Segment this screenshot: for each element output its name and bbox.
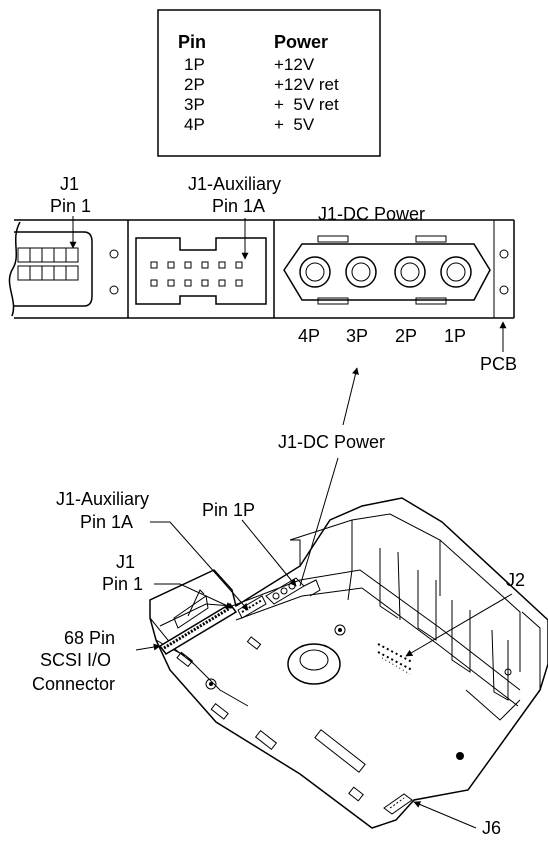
- top-connector-view: J1 Pin 1 J1-Auxiliary Pin 1A J1-DC Power: [8, 174, 517, 374]
- j2-jumper-block: [377, 643, 413, 675]
- aux-connector: [135, 218, 267, 305]
- dc-power-leader: [299, 457, 339, 587]
- scsi-label-line2: SCSI I/O: [40, 650, 111, 670]
- power-pin-3p: [345, 256, 377, 288]
- chassis-outline: [149, 497, 548, 829]
- drive-isometric-view: [149, 497, 548, 829]
- pin1p-leader: [241, 519, 297, 587]
- pcb-label: PCB: [480, 354, 517, 374]
- mount-hole: [499, 285, 509, 295]
- power-pin-1p: [440, 256, 472, 288]
- scsi-leader: [135, 643, 161, 651]
- j6-leader: [413, 801, 477, 829]
- aux-header-iso: [237, 595, 267, 619]
- j2-label: J2: [506, 570, 525, 590]
- board-break-edge: [8, 221, 21, 317]
- power-pin-2p: [394, 256, 426, 288]
- power-pin-4p: [299, 256, 331, 288]
- j2-leader: [405, 593, 513, 657]
- mount-hole: [109, 285, 119, 295]
- pin-label-3p: 3P: [346, 326, 368, 346]
- j6-label: J6: [482, 818, 501, 838]
- table-header-power: Power: [274, 32, 328, 52]
- aux-pin1a-label-top: Pin 1A: [212, 196, 265, 216]
- j1-label-top: J1: [60, 174, 79, 194]
- table-row-pin: 3P: [184, 95, 205, 114]
- pin-power-table: Pin Power 1P +12V 2P +12V ret 3P + 5V re…: [157, 9, 381, 157]
- spindle-hub: [287, 643, 341, 685]
- j1-label-bottom: J1: [116, 552, 135, 572]
- table-row-power: +12V: [274, 55, 315, 74]
- aux-pin1a-label-bottom: Pin 1A: [80, 512, 133, 532]
- table-row-pin: 2P: [184, 75, 205, 94]
- j1-scsi-connector: [14, 216, 93, 307]
- scsi-pin-grid: [17, 247, 79, 281]
- aux-label-top: J1-Auxiliary: [188, 174, 281, 194]
- scsi-label-line3: Connector: [32, 674, 115, 694]
- j1-pin1-label-top: Pin 1: [50, 196, 91, 216]
- mount-hole: [499, 249, 509, 259]
- dc-power-label-bottom: J1-DC Power: [278, 432, 385, 452]
- table-row-pin: 4P: [184, 115, 205, 134]
- aux-pin1a-leader: [150, 521, 249, 611]
- aux-pin-grid: [150, 261, 243, 287]
- dc-power-label-top: J1-DC Power: [318, 204, 425, 224]
- j1-pin1-leader: [154, 583, 233, 609]
- dc-power-connector-iso: [265, 577, 321, 605]
- j1-pin1-label-bottom: Pin 1: [102, 574, 143, 594]
- table-row-power: + 5V: [274, 115, 315, 134]
- j6-header: [383, 793, 413, 815]
- table-row-pin: 1P: [184, 55, 205, 74]
- table-frame: [157, 9, 381, 157]
- pin-label-2p: 2P: [395, 326, 417, 346]
- pin1p-label: Pin 1P: [202, 500, 255, 520]
- aux-label-bottom: J1-Auxiliary: [56, 489, 149, 509]
- mount-hole: [109, 249, 119, 259]
- pin-label-4p: 4P: [298, 326, 320, 346]
- pin-label-1p: 1P: [444, 326, 466, 346]
- table-row-power: +12V ret: [274, 75, 339, 94]
- scsi-io-connector: [158, 589, 238, 655]
- table-row-power: + 5V ret: [274, 95, 339, 114]
- table-header-pin: Pin: [178, 32, 206, 52]
- dc-power-link-arrow: [342, 367, 359, 426]
- scsi-label-line1: 68 Pin: [64, 628, 115, 648]
- dc-power-connector: [283, 235, 491, 305]
